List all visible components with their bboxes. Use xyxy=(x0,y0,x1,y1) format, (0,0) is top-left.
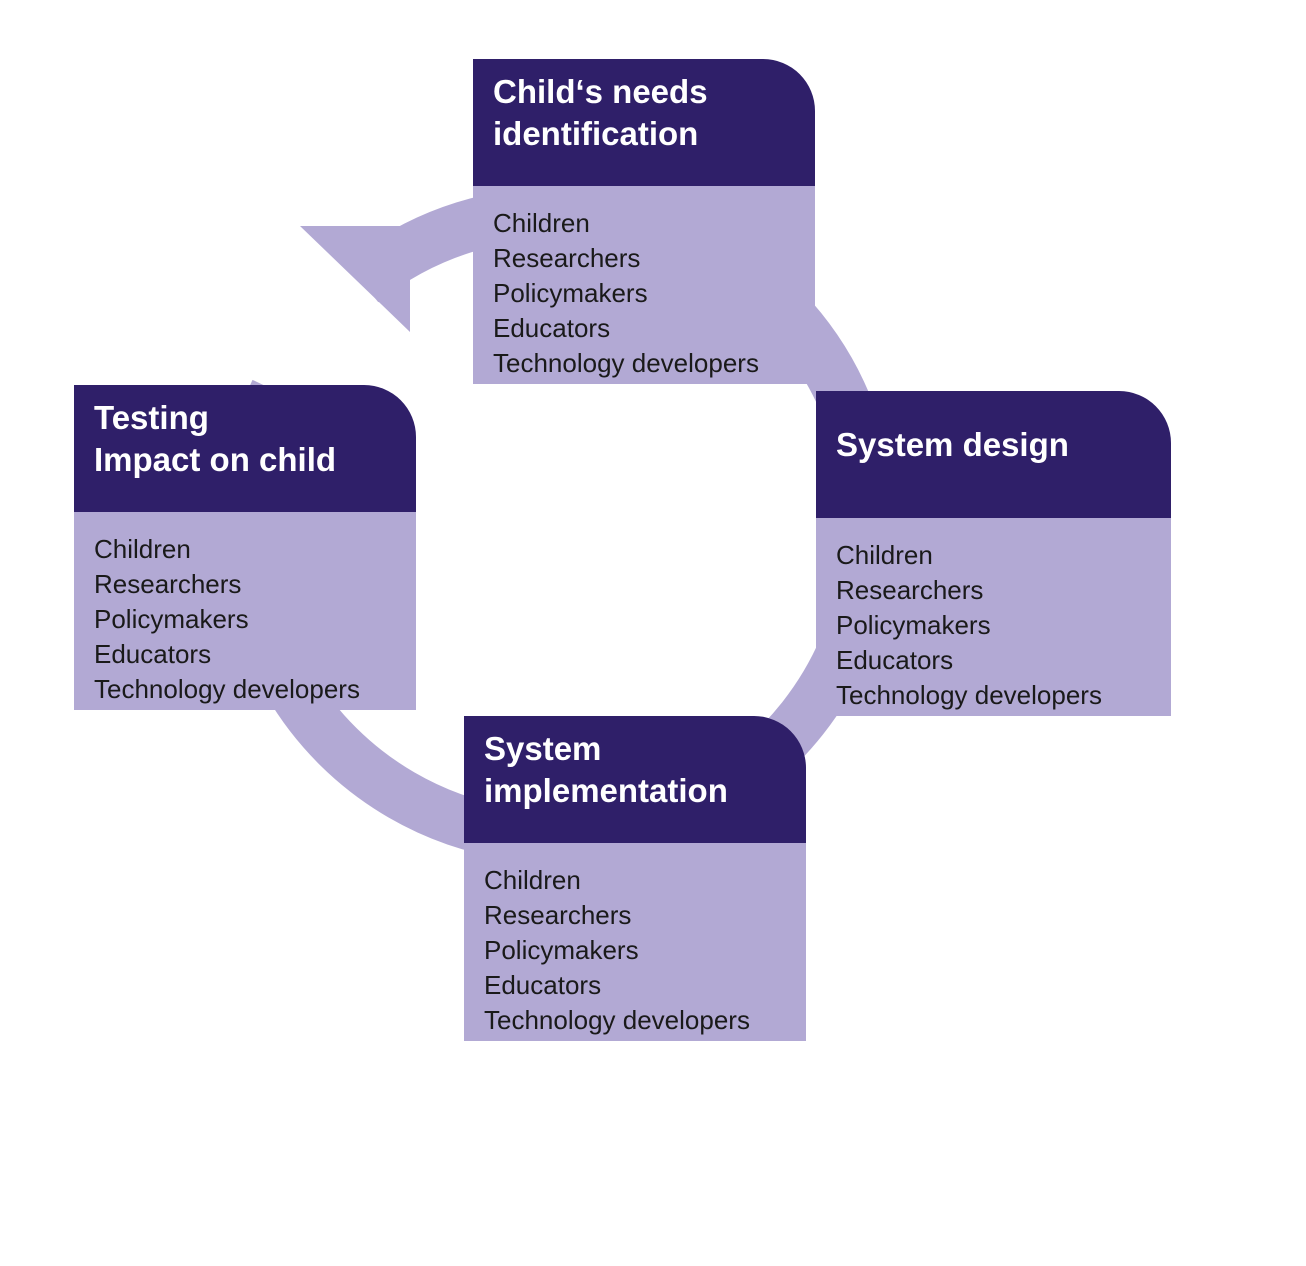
stage-title: implementation xyxy=(484,772,728,809)
stage-title: identification xyxy=(493,115,699,152)
stage-members: Children Researchers Policymakers Educat… xyxy=(74,512,416,710)
stage-member: Children xyxy=(836,540,933,570)
stage-member: Educators xyxy=(836,645,954,675)
stage-title: System design xyxy=(836,426,1069,463)
stage-title: Testing xyxy=(94,399,209,436)
stage-member: Researchers xyxy=(484,900,632,930)
stage-members: Children Researchers Policymakers Educat… xyxy=(464,843,806,1041)
stage-member: Children xyxy=(493,208,590,238)
stage-member: Policymakers xyxy=(484,935,639,965)
stage-member: Educators xyxy=(94,639,212,669)
stage-member: Children xyxy=(94,534,191,564)
stage-title: Impact on child xyxy=(94,441,337,478)
stage-system-implementation: System implementation Children Researche… xyxy=(464,716,806,1041)
stage-member: Technology developers xyxy=(94,674,360,704)
stage-testing-impact-on-child: Testing Impact on child Children Researc… xyxy=(74,385,416,710)
stage-title: Child‘s needs xyxy=(493,73,708,110)
stage-title: System xyxy=(484,730,602,767)
stage-member: Technology developers xyxy=(836,680,1102,710)
stage-member: Technology developers xyxy=(484,1005,750,1035)
stage-header: System design xyxy=(816,391,1171,518)
stage-member: Children xyxy=(484,865,581,895)
stage-member: Educators xyxy=(493,313,611,343)
stage-member: Researchers xyxy=(493,243,641,273)
stage-header: Testing Impact on child xyxy=(74,385,416,512)
circular-arrow-icon xyxy=(300,226,410,332)
stage-header: Child‘s needs identification xyxy=(473,59,815,186)
stage-member: Policymakers xyxy=(94,604,249,634)
stage-members: Children Researchers Policymakers Educat… xyxy=(816,518,1171,716)
stage-members: Children Researchers Policymakers Educat… xyxy=(473,186,815,384)
stage-system-design: System design Children Researchers Polic… xyxy=(816,391,1171,716)
stage-header: System implementation xyxy=(464,716,806,843)
stage-member: Researchers xyxy=(836,575,984,605)
stage-member: Policymakers xyxy=(836,610,991,640)
stage-member: Policymakers xyxy=(493,278,648,308)
stage-member: Educators xyxy=(484,970,602,1000)
stage-member: Technology developers xyxy=(493,348,759,378)
stage-member: Researchers xyxy=(94,569,242,599)
stage-childs-needs-identification: Child‘s needs identification Children Re… xyxy=(473,59,815,384)
